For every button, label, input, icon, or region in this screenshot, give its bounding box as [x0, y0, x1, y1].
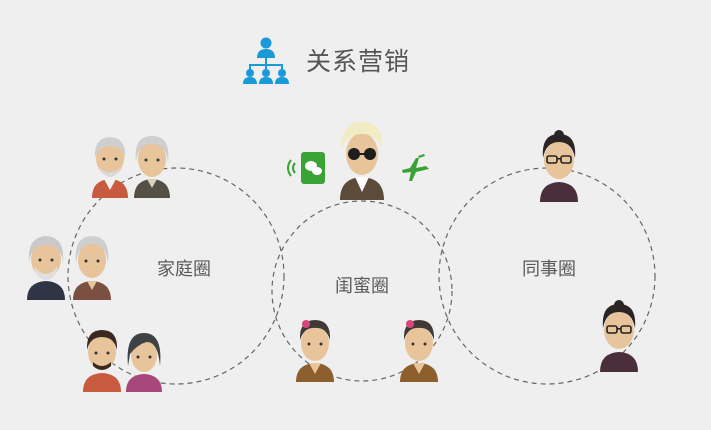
colleague-avatar: [536, 130, 582, 202]
father-avatar: [80, 326, 124, 392]
grandma-avatar: [70, 232, 114, 300]
org-chart-icon: [240, 34, 292, 86]
grandma-avatar: [130, 132, 174, 198]
family-circle-label: 家庭圈: [157, 259, 211, 280]
bestie-girl-avatar: [293, 314, 337, 382]
page-title: 关系营销: [306, 47, 411, 76]
grandpa-avatar: [88, 132, 132, 198]
airplane-icon: [398, 150, 432, 184]
family-circle: [67, 167, 285, 385]
page-header: 关系营销: [240, 34, 410, 86]
bestie-circle-label: 闺蜜圈: [335, 276, 389, 297]
grandpa-avatar: [24, 232, 68, 300]
sunglasses-guy-avatar: [334, 120, 390, 200]
bestie-girl-avatar: [397, 314, 441, 382]
colleague-circle-label: 同事圈: [522, 259, 576, 280]
wechat-signal-icon: [281, 150, 329, 186]
bestie-circle: [271, 200, 453, 382]
mother-avatar: [122, 330, 166, 392]
colleague-avatar: [596, 300, 642, 372]
